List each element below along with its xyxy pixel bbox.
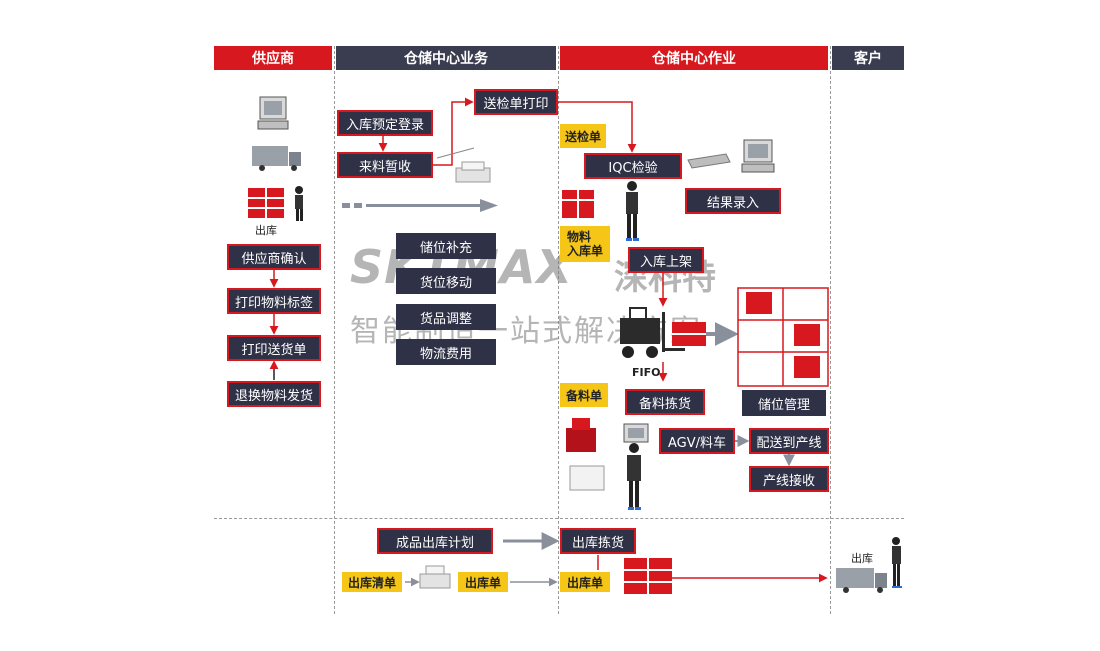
task-goods-adjust: 货品调整 — [396, 304, 496, 330]
deliver-to-line-step: 配送到产线 — [749, 428, 829, 454]
material-inbound-tag: 物料 入库单 — [560, 226, 610, 262]
worker-icon — [295, 186, 303, 221]
printer-icon — [419, 565, 451, 589]
customer-ship-label: 出库 — [851, 552, 873, 565]
return-ship-step: 退换物料发货 — [227, 381, 321, 407]
outbound-list-tag: 出库清单 — [342, 572, 402, 592]
temp-receive-step: 来料暂收 — [337, 152, 433, 178]
supplier-confirm-step: 供应商确认 — [227, 244, 321, 270]
computer-icon — [741, 139, 775, 173]
pallet-icon — [248, 188, 284, 218]
header-customer: 客户 — [832, 46, 904, 70]
worker-icon — [626, 181, 639, 241]
task-storage-replenish: 储位补充 — [396, 233, 496, 259]
column-divider — [558, 46, 559, 614]
pallet-icon — [746, 292, 820, 378]
column-divider — [830, 46, 831, 614]
flow-arrow-icon — [342, 199, 498, 212]
agv-cart-step: AGV/料车 — [659, 428, 735, 454]
print-inspection-step: 送检单打印 — [474, 89, 558, 115]
supplier-ship-label: 出库 — [255, 224, 277, 237]
outbound-picking-step: 出库拣货 — [560, 528, 636, 554]
header-wms-operation: 仓储中心作业 — [560, 46, 828, 70]
pallet-icon — [624, 558, 672, 594]
storage-management-step: 储位管理 — [742, 390, 826, 416]
header-supplier: 供应商 — [214, 46, 332, 70]
boxes-icon — [566, 418, 605, 491]
truck-icon — [836, 568, 887, 593]
inspection-order-tag: 送检单 — [560, 124, 606, 148]
printer-icon — [455, 161, 491, 183]
picking-order-tag: 备料单 — [560, 383, 608, 407]
computer-icon — [623, 423, 649, 443]
inbound-booking-step: 入库预定登录 — [337, 110, 433, 136]
storage-rack-icon — [737, 287, 829, 387]
header-wms-business: 仓储中心业务 — [336, 46, 556, 70]
print-delivery-step: 打印送货单 — [227, 335, 321, 361]
row-divider — [214, 518, 904, 519]
fifo-label: FIFO — [632, 366, 661, 379]
putaway-step: 入库上架 — [628, 247, 704, 273]
line-receive-step: 产线接收 — [749, 466, 829, 492]
result-entry-step: 结果录入 — [685, 188, 781, 214]
worker-icon — [892, 537, 902, 588]
worker-icon — [627, 443, 641, 510]
computer-icon — [257, 96, 289, 130]
task-logistics-cost: 物流费用 — [396, 339, 496, 365]
task-location-move: 货位移动 — [396, 268, 496, 294]
pallet-icon — [562, 190, 594, 218]
truck-icon — [252, 146, 301, 171]
outbound-order-tag: 出库单 — [458, 572, 508, 592]
forklift-icon — [620, 307, 706, 358]
column-divider — [334, 46, 335, 614]
iqc-inspection-step: IQC检验 — [584, 153, 682, 179]
scanner-icon — [687, 153, 731, 169]
picking-step: 备料拣货 — [625, 389, 705, 415]
finished-outbound-plan-step: 成品出库计划 — [377, 528, 493, 554]
print-label-step: 打印物料标签 — [227, 288, 321, 314]
outbound-order-tag-ops: 出库单 — [560, 572, 610, 592]
